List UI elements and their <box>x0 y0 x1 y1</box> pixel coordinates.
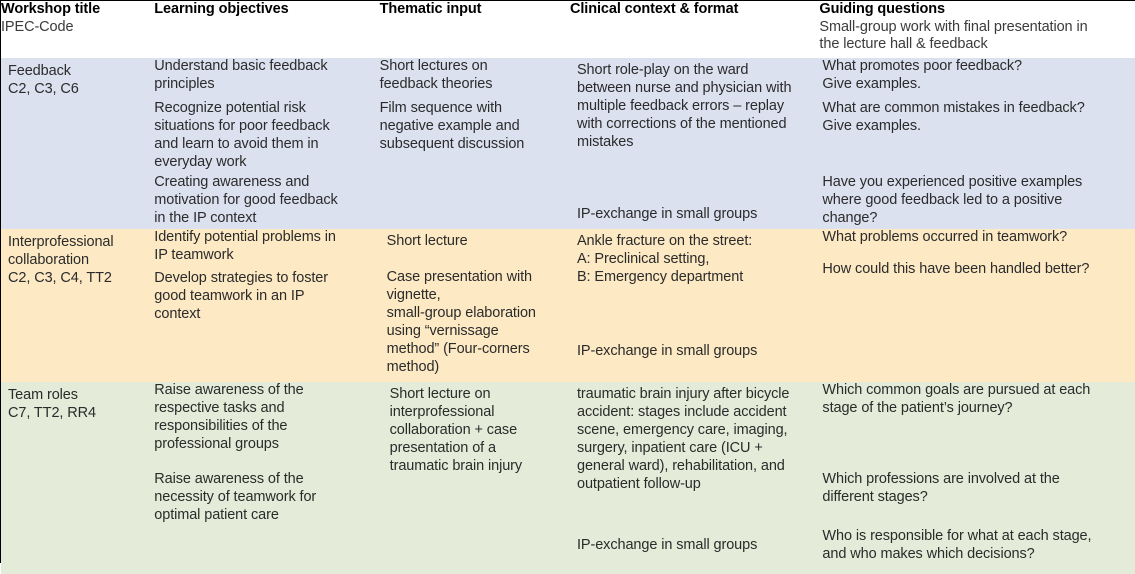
workshop-title-cell-interprofessional: Interprofessional collaboration C2, C3, … <box>1 229 154 382</box>
thematic-input-text: Film sequence with negative example and … <box>379 100 525 152</box>
learning-objective-text: Raise awareness of the necessity of team… <box>154 470 317 523</box>
clinical-context-text: Short role-play on the ward between nurs… <box>576 62 792 150</box>
list-item: Develop strategies to foster good teamwo… <box>154 270 379 382</box>
learning-objective-text: Recognize potential risk situations for … <box>154 100 330 170</box>
workshop-title-interprofessional: Interprofessional collaboration <box>8 234 114 268</box>
guiding-questions-subtable-interprofessional: What problems occurred in teamwork? How … <box>819 229 1135 382</box>
thematic-input-cell-team-roles: Short lecture on interprofessional colla… <box>380 382 570 574</box>
guiding-questions-cell-feedback: What promotes poor feedback? Give exampl… <box>819 58 1135 229</box>
learning-objectives-cell-feedback: Understand basic feedback principles Rec… <box>154 58 379 229</box>
workshop-title-cell-feedback: Feedback C2, C3, C6 <box>1 58 154 229</box>
clinical-context-cell-feedback: Short role-play on the ward between nurs… <box>570 58 819 229</box>
workshop-code-interprofessional: C2, C3, C4, TT2 <box>8 269 112 286</box>
guiding-questions-cell-team-roles: Which common goals are pursued at each s… <box>819 382 1135 574</box>
list-item: Identify potential problems in IP teamwo… <box>154 229 379 270</box>
clinical-context-cell-interprofessional: Ankle fracture on the street: A: Preclin… <box>570 229 819 382</box>
list-item: Short lectures on feedback theories <box>380 58 570 100</box>
learning-objectives-subtable-team-roles: Raise awareness of the respective tasks … <box>154 382 379 574</box>
header-cell-clinical-context: Clinical context & format <box>569 1 820 58</box>
guiding-question-text: Who is responsible for what at each stag… <box>822 527 1092 562</box>
list-item: Creating awareness and motivation for go… <box>154 174 379 229</box>
list-item: Have you experienced positive examples w… <box>819 174 1135 229</box>
learning-objective-text: Creating awareness and motivation for go… <box>154 174 338 226</box>
guiding-question-text: What problems occurred in teamwork? <box>822 229 1068 245</box>
guiding-question-text: Have you experienced positive examples w… <box>822 174 1083 226</box>
list-item: Which professions are involved at the di… <box>819 471 1135 528</box>
clinical-context-footer: IP-exchange in small groups <box>576 342 758 359</box>
list-item: Film sequence with negative example and … <box>380 100 570 174</box>
table-row-feedback: Feedback C2, C3, C6 Understand basic fee… <box>1 58 1135 229</box>
clinical-context-footer: IP-exchange in small groups <box>576 536 758 553</box>
header-title-thematic-input: Thematic input <box>379 1 482 17</box>
list-item: Who is responsible for what at each stag… <box>819 528 1135 574</box>
header-title-guiding-questions: Guiding questions <box>819 1 945 17</box>
guiding-question-text: Which common goals are pursued at each s… <box>822 381 1091 416</box>
workshop-code-team-roles: C7, TT2, RR4 <box>8 404 96 421</box>
clinical-context-cell-team-roles: traumatic brain injury after bicycle acc… <box>570 382 819 574</box>
clinical-context-footer: IP-exchange in small groups <box>576 206 758 223</box>
list-item: Raise awareness of the respective tasks … <box>154 382 379 471</box>
header-cell-workshop-title: Workshop title IPEC-Code <box>1 1 155 58</box>
list-item: Understand basic feedback principles <box>154 58 379 100</box>
learning-objective-text: Understand basic feedback principles <box>154 58 328 92</box>
workshop-title-feedback: Feedback <box>8 63 71 79</box>
guiding-questions-subtable-feedback: What promotes poor feedback? Give exampl… <box>819 58 1135 229</box>
header-cell-learning-objectives: Learning objectives <box>154 1 380 58</box>
learning-objectives-cell-team-roles: Raise awareness of the respective tasks … <box>154 382 379 574</box>
thematic-input-subtable-feedback: Short lectures on feedback theories Film… <box>380 58 570 229</box>
learning-objectives-subtable-interprofessional: Identify potential problems in IP teamwo… <box>154 229 379 382</box>
thematic-input-cell-feedback: Short lectures on feedback theories Film… <box>380 58 570 229</box>
list-item: Which common goals are pursued at each s… <box>819 382 1135 471</box>
list-item <box>154 528 379 574</box>
guiding-questions-subtable-team-roles: Which common goals are pursued at each s… <box>819 382 1135 574</box>
list-item: Raise awareness of the necessity of team… <box>154 471 379 528</box>
header-title-workshop-title: Workshop title <box>1 1 101 17</box>
guiding-question-text: What are common mistakes in feedback? Gi… <box>822 100 1085 134</box>
clinical-context-text: Ankle fracture on the street: A: Preclin… <box>576 233 753 285</box>
guiding-question-text: What promotes poor feedback? Give exampl… <box>822 58 1022 92</box>
header-cell-guiding-questions: Guiding questions Small-group work with … <box>819 1 1135 58</box>
header-cell-thematic-input: Thematic input <box>379 1 570 58</box>
workshop-title-team-roles: Team roles <box>8 386 78 403</box>
list-item <box>380 174 570 229</box>
guiding-question-text: How could this have been handled better? <box>822 261 1090 277</box>
list-item: What problems occurred in teamwork? <box>819 229 1135 261</box>
header-sub-small-group-work: Small-group work with final presentation… <box>819 18 1088 53</box>
thematic-input-text: Short lectures on feedback theories <box>379 58 493 92</box>
thematic-input-text: Short lecture on interprofessional colla… <box>389 385 523 474</box>
header-title-learning-objectives: Learning objectives <box>154 1 289 17</box>
table-row-interprofessional-collaboration: Interprofessional collaboration C2, C3, … <box>1 229 1135 382</box>
list-item: Recognize potential risk situations for … <box>154 100 379 174</box>
list-item: What are common mistakes in feedback? Gi… <box>819 100 1135 174</box>
thematic-input-text: Short lecture Case presentation with vig… <box>386 233 536 375</box>
workshop-title-cell-team-roles: Team roles C7, TT2, RR4 <box>1 382 154 574</box>
learning-objectives-cell-interprofessional: Identify potential problems in IP teamwo… <box>154 229 379 382</box>
learning-objective-text: Raise awareness of the respective tasks … <box>154 381 304 452</box>
learning-objective-text: Develop strategies to foster good teamwo… <box>154 270 328 322</box>
learning-objective-text: Identify potential problems in IP teamwo… <box>154 229 336 263</box>
table-row-team-roles: Team roles C7, TT2, RR4 Raise awareness … <box>1 381 1135 574</box>
thematic-input-cell-interprofessional: Short lecture Case presentation with vig… <box>380 229 570 382</box>
table-header-row: Workshop title IPEC-Code Learning object… <box>1 1 1135 58</box>
learning-objectives-subtable-feedback: Understand basic feedback principles Rec… <box>154 58 379 229</box>
header-sub-ipec-code: IPEC-Code <box>1 18 74 35</box>
guiding-question-text: Which professions are involved at the di… <box>822 470 1060 505</box>
guiding-questions-cell-interprofessional: What problems occurred in teamwork? How … <box>819 229 1135 382</box>
clinical-context-text: traumatic brain injury after bicycle acc… <box>576 385 790 492</box>
workshop-code-feedback: C2, C3, C6 <box>8 80 79 97</box>
header-title-clinical-context: Clinical context & format <box>569 1 739 17</box>
list-item: How could this have been handled better? <box>819 261 1135 382</box>
list-item: What promotes poor feedback? Give exampl… <box>819 58 1135 100</box>
